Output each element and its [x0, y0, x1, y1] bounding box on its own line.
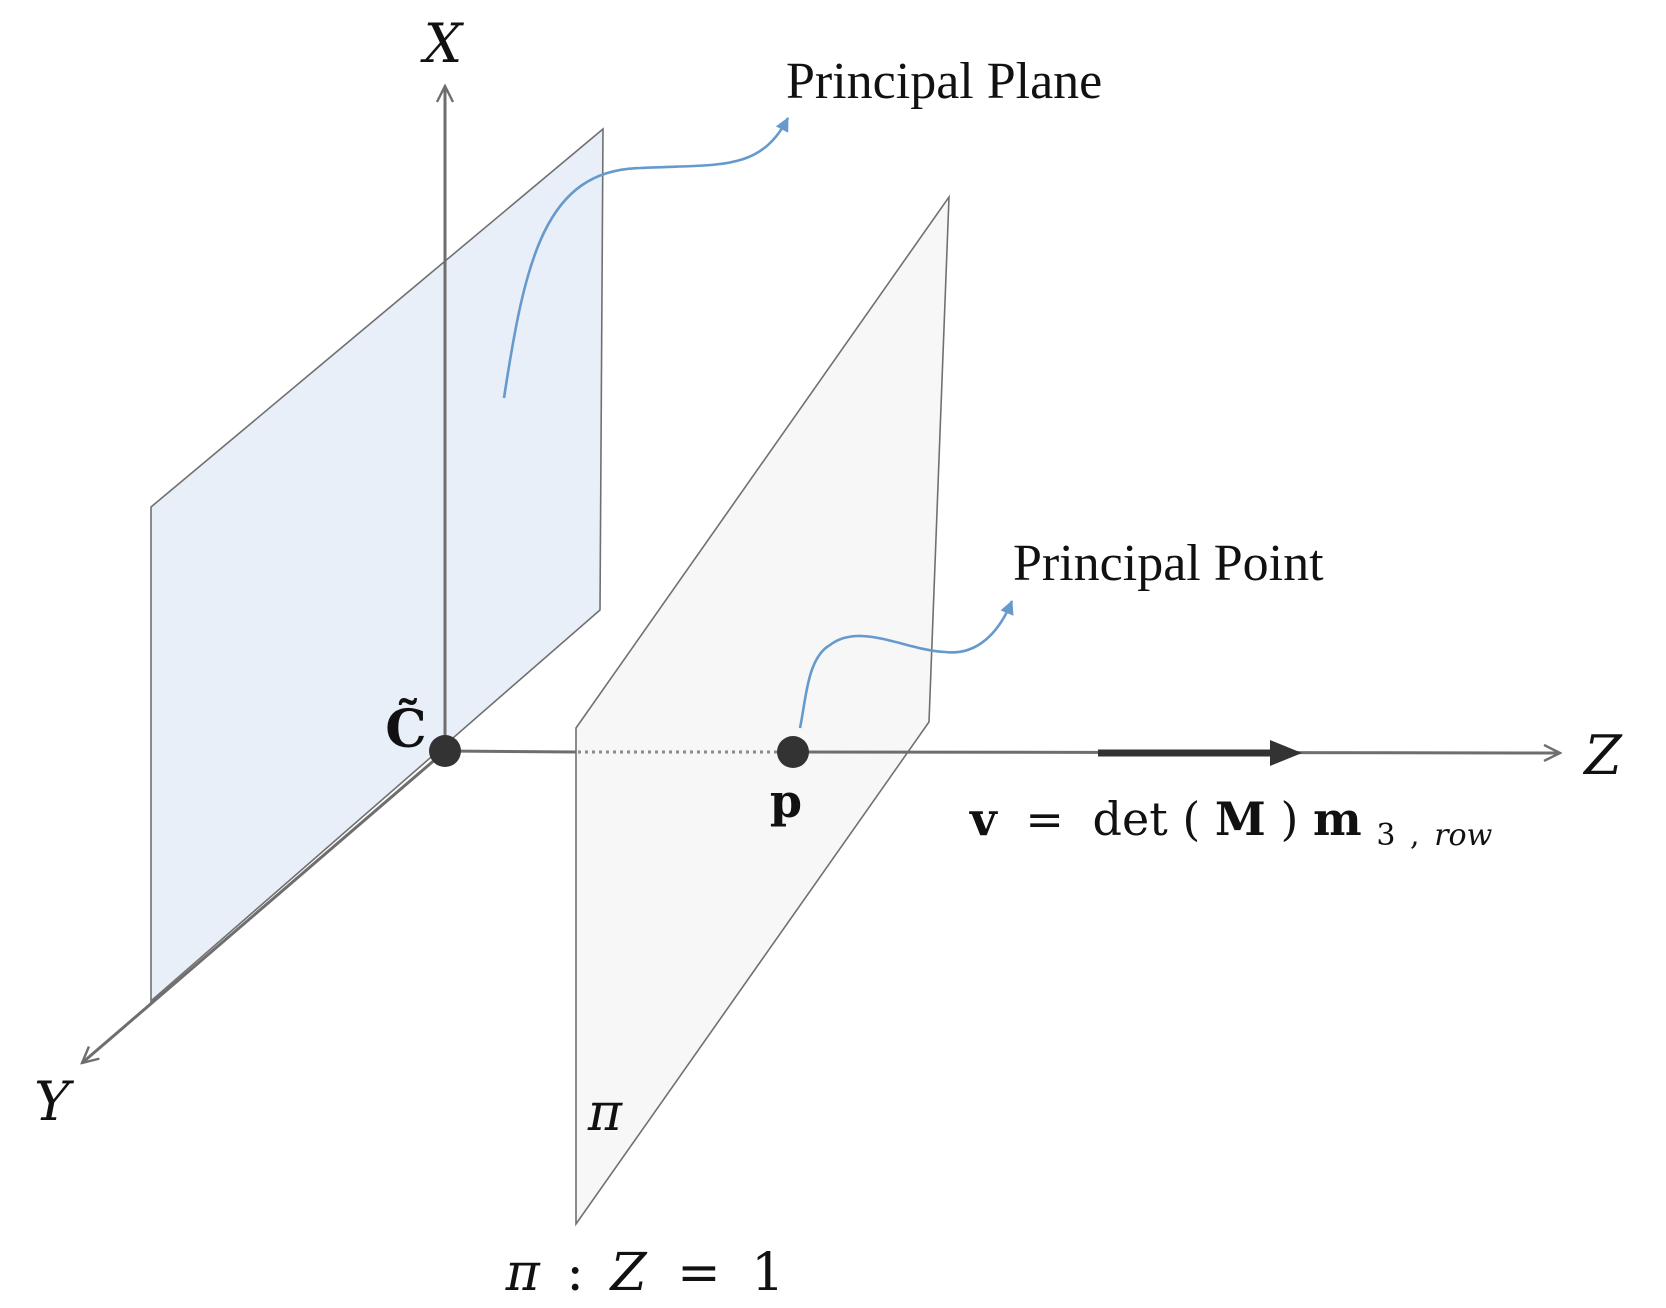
x-axis-label: X	[420, 12, 465, 75]
principal-axis-equation: v = det ( M ) m 3 , row	[969, 792, 1493, 856]
y-axis	[82, 749, 446, 1063]
image-plane-equation: π : Z = 1	[505, 1243, 785, 1303]
vector-paren-open: (	[1182, 792, 1200, 846]
image-plane	[575, 194, 950, 1227]
principal-plane-annotation: Principal Plane	[786, 53, 1102, 110]
vector-subscript-comma: ,	[1410, 818, 1420, 853]
principal-axis-vector-head	[1270, 740, 1302, 766]
camera-center-label: C̃	[385, 699, 426, 760]
image-plane-symbol: π	[587, 1083, 623, 1143]
principal-point-marker	[777, 736, 809, 768]
principal-point-annotation: Principal Point	[1013, 535, 1324, 592]
equation-colon: :	[566, 1243, 584, 1303]
vector-subscript-row: row	[1434, 818, 1492, 853]
equation-eq: =	[677, 1243, 721, 1303]
equation-lhs: π	[505, 1243, 541, 1303]
equation-var: Z	[608, 1243, 647, 1303]
vector-row-m: m	[1313, 792, 1362, 846]
principal-point-callout	[798, 600, 1014, 729]
vector-det: det	[1093, 792, 1169, 846]
vector-matrix-m: M	[1215, 792, 1266, 846]
principal-plane	[150, 127, 604, 1003]
vector-paren-close: )	[1280, 792, 1298, 846]
z-axis-label: Z	[1582, 724, 1623, 787]
z-axis-near-segment	[444, 749, 577, 754]
vector-v: v	[969, 792, 998, 846]
camera-center-point	[429, 735, 461, 767]
equation-value: 1	[751, 1243, 784, 1303]
vector-eq: =	[1025, 792, 1064, 846]
y-axis-label: Y	[34, 1070, 74, 1133]
vector-subscript-num: 3	[1376, 818, 1395, 853]
principal-plane-callout	[502, 117, 790, 399]
principal-point-label: p	[770, 774, 802, 828]
